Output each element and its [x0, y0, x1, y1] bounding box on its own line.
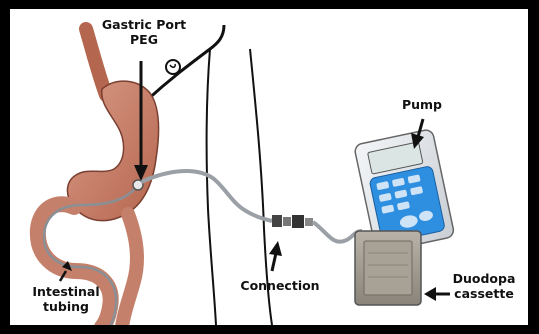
skin-line-left [207, 49, 216, 325]
arrow-connection [269, 241, 282, 271]
diagram-canvas: Gastric Port PEG Pump Intestinal tubing … [10, 9, 528, 325]
label-cassette-line1: Duodopa [446, 271, 522, 286]
duodopa-cassette [355, 231, 421, 305]
label-pump: Pump [392, 97, 452, 112]
label-gastric-port-line2: PEG [92, 32, 196, 47]
navel-icon [166, 60, 180, 74]
label-intestinal-line2: tubing [24, 299, 108, 314]
label-cassette-line2: cassette [446, 286, 522, 301]
intestine-loop [122, 214, 137, 325]
label-intestinal-line1: Intestinal [24, 284, 108, 299]
tube-connector [272, 215, 313, 228]
label-gastric-port-line1: Gastric Port [92, 17, 196, 32]
label-pump-text: Pump [392, 97, 452, 112]
label-connection: Connection [230, 278, 330, 293]
stomach [67, 81, 158, 221]
label-duodopa-cassette: Duodopa cassette [446, 271, 522, 301]
label-connection-text: Connection [230, 278, 330, 293]
label-intestinal-tubing: Intestinal tubing [24, 284, 108, 314]
label-gastric-port: Gastric Port PEG [92, 17, 196, 47]
